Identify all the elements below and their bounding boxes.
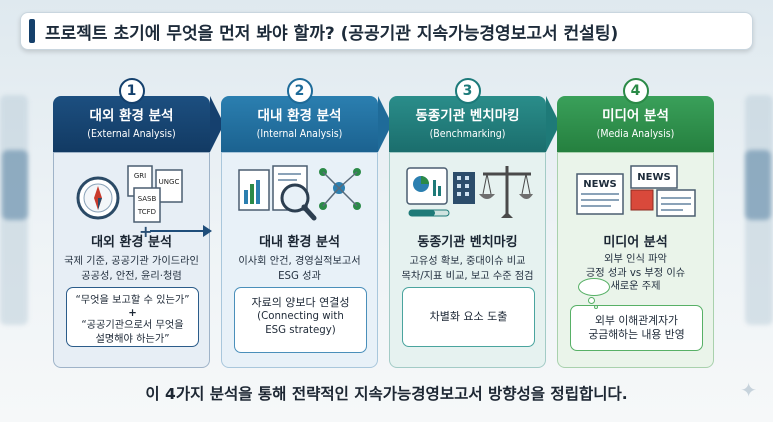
doc-label-sasb: SASB xyxy=(137,195,156,203)
step-body-text: 고유성 확보, 중대이슈 비교 목차/지표 비교, 보고 수준 점검 xyxy=(390,255,545,284)
step-illustration: NEWS NEWS xyxy=(558,153,713,233)
step-body-text: 외부 인식 파악 긍정 성과 vs 부정 이슈 새로운 주제 xyxy=(558,253,713,294)
sparkle-icon: ✦ xyxy=(740,378,757,402)
step-body: NEWS NEWS 미디어 분석 외부 인식 파악 긍정 성과 vs 부정 이슈… xyxy=(557,152,714,368)
step-header-subtitle: (Media Analysis) xyxy=(596,128,675,140)
step-body-line: 새로운 주제 xyxy=(610,281,661,292)
step-body-text: 이사회 안건, 경영실적보고서 ESG 성과 xyxy=(222,255,377,284)
step-body-text: 국제 기준, 공공기관 가이드라인 공공성, 안전, 윤리·청렴 xyxy=(54,255,209,284)
report-magnifier-network-icon xyxy=(237,165,361,221)
thought-bubble-dot xyxy=(594,305,598,309)
chart-building-scale-icon xyxy=(405,166,533,218)
step-key-point-box: 차별화 요소 도출 xyxy=(402,287,535,347)
step-external-analysis: 1 대외 환경 분석 (External Analysis) GRI UNGC … xyxy=(53,78,224,368)
arrow-right-icon xyxy=(150,225,212,237)
step-body-title: 대외 환경 분석 xyxy=(91,235,172,250)
step-body-line: ESG 성과 xyxy=(278,270,321,282)
step-number: 2 xyxy=(286,78,313,104)
doc-label-gri: GRI xyxy=(133,172,145,180)
newspaper-icon: NEWS NEWS xyxy=(575,165,696,217)
doc-label-tcfd: TCFD xyxy=(136,208,155,216)
box-line: 궁금해하는 내용 반영 xyxy=(588,328,685,341)
step-key-question-box: “무엇을 보고할 수 있는가” + “공공기관으로서 무엇을 설명해야 하는가” xyxy=(66,287,199,347)
step-header-subtitle: (Internal Analysis) xyxy=(256,128,343,140)
news-label: NEWS xyxy=(583,179,616,190)
news-label: NEWS xyxy=(637,172,670,183)
box-line: (Connecting with xyxy=(257,311,344,322)
thought-bubble-icon xyxy=(578,278,610,296)
step-illustration: GRI UNGC SASB TCFD xyxy=(54,153,209,233)
box-plus: + xyxy=(128,308,137,319)
compass-and-documents-icon: GRI UNGC SASB TCFD xyxy=(76,165,183,223)
background-monitor-right xyxy=(745,150,771,220)
step-body: GRI UNGC SASB TCFD 대외 환경 분석 국제 기준, 공공기관 … xyxy=(53,152,210,368)
step-illustration xyxy=(390,153,545,233)
step-body-title: 미디어 분석 xyxy=(603,235,668,250)
step-header: 대외 환경 분석 (External Analysis) xyxy=(53,96,224,152)
step-header: 대내 환경 분석 (Internal Analysis) xyxy=(221,96,392,152)
step-header-title: 미디어 분석 xyxy=(602,108,669,124)
step-media-analysis: 4 미디어 분석 (Media Analysis) NEWS NEWS 미디어 … xyxy=(557,78,714,368)
step-body-line: 국제 기준, 공공기관 가이드라인 xyxy=(64,256,199,267)
step-header-title: 대외 환경 분석 xyxy=(89,108,174,124)
step-body: 대내 환경 분석 이사회 안건, 경영실적보고서 ESG 성과 자료의 양보다 … xyxy=(221,152,378,368)
step-header: 동종기관 벤치마킹 (Benchmarking) xyxy=(389,96,560,152)
step-key-point-box: 외부 이해관계자가 궁금해하는 내용 반영 xyxy=(570,305,703,351)
step-body-title: 대내 환경 분석 xyxy=(259,235,340,250)
step-body-line: 긍정 성과 vs 부정 이슈 xyxy=(585,267,686,279)
step-body-line: 이사회 안건, 경영실적보고서 xyxy=(238,256,361,267)
box-line: 자료의 양보다 연결성 xyxy=(251,296,350,309)
background-right xyxy=(745,95,773,325)
step-header-subtitle: (External Analysis) xyxy=(87,128,176,140)
step-number: 4 xyxy=(622,78,649,104)
doc-label-ungc: UNGC xyxy=(158,178,179,186)
background-monitor-left xyxy=(2,150,28,220)
plus-icon: + xyxy=(139,222,153,241)
title-banner: 프로젝트 초기에 무엇을 먼저 봐야 할까? (공공기관 지속가능경영보고서 컨… xyxy=(20,12,753,50)
step-body-line: 고유성 확보, 중대이슈 비교 xyxy=(409,256,526,267)
box-line: 외부 이해관계자가 xyxy=(595,314,678,327)
step-illustration xyxy=(222,153,377,233)
title-accent-bar xyxy=(29,19,35,43)
step-benchmarking: 3 동종기관 벤치마킹 (Benchmarking) xyxy=(389,78,560,368)
step-body-line: 목차/지표 비교, 보고 수준 점검 xyxy=(401,270,534,282)
step-body-line: 공공성, 안전, 윤리·청렴 xyxy=(81,270,182,282)
step-header-title: 대내 환경 분석 xyxy=(257,108,342,124)
box-line: 차별화 요소 도출 xyxy=(429,310,508,323)
step-key-point-box: 자료의 양보다 연결성 (Connecting with ESG strateg… xyxy=(234,287,367,353)
step-body-title: 동종기관 벤치마킹 xyxy=(417,235,518,250)
background-left xyxy=(0,95,28,325)
step-body-line: 외부 인식 파악 xyxy=(604,254,667,265)
step-number: 1 xyxy=(118,78,145,104)
step-body: 동종기관 벤치마킹 고유성 확보, 중대이슈 비교 목차/지표 비교, 보고 수… xyxy=(389,152,546,368)
box-line: “공공기관으로서 무엇을 xyxy=(81,320,184,331)
thought-bubble-dot xyxy=(588,297,595,304)
box-line: “무엇을 보고할 수 있는가” xyxy=(75,295,190,306)
step-number: 3 xyxy=(454,78,481,104)
page-title: 프로젝트 초기에 무엇을 먼저 봐야 할까? (공공기관 지속가능경영보고서 컨… xyxy=(45,23,619,44)
summary-text: 이 4가지 분석을 통해 전략적인 지속가능경영보고서 방향성을 정립합니다. xyxy=(145,385,628,403)
step-header: 미디어 분석 (Media Analysis) xyxy=(557,96,714,152)
step-header-title: 동종기관 벤치마킹 xyxy=(415,108,520,124)
box-line: 설명해야 하는가” xyxy=(95,334,170,345)
box-line: ESG strategy) xyxy=(265,325,336,336)
step-header-subtitle: (Benchmarking) xyxy=(429,128,506,140)
step-internal-analysis: 2 대내 환경 분석 (Internal Analysis) xyxy=(221,78,392,368)
